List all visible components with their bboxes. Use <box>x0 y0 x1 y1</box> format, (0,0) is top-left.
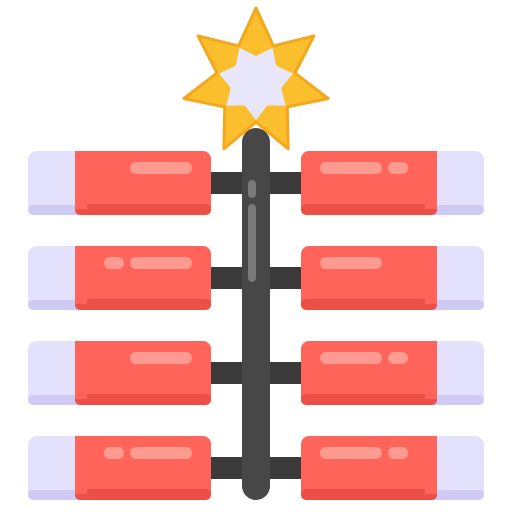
cracker-cap <box>424 246 484 310</box>
left-cracker-column <box>28 151 211 500</box>
cracker-body-shadow <box>301 394 437 405</box>
cracker-highlight <box>320 447 382 459</box>
cracker-cap <box>424 151 484 215</box>
left-cracker <box>28 341 211 405</box>
cracker-body-seam <box>75 341 87 399</box>
right-cracker <box>301 151 484 215</box>
cracker-highlight <box>130 257 192 269</box>
spark-star-icon <box>182 6 330 151</box>
cracker-highlight <box>130 162 192 174</box>
cracker-body-seam <box>425 341 437 399</box>
cracker-cap <box>28 341 88 405</box>
cracker-cap-shadow <box>28 300 88 310</box>
cracker-cap-shadow <box>424 205 484 215</box>
cracker-cap-shadow <box>424 300 484 310</box>
cracker-cap-shadow <box>28 395 88 405</box>
cracker-body-shadow <box>75 489 211 500</box>
cracker-body-seam <box>75 246 87 304</box>
cracker-cap-shadow <box>424 395 484 405</box>
cracker-highlight <box>320 162 382 174</box>
left-cracker <box>28 151 211 215</box>
right-cracker <box>301 341 484 405</box>
spark-inner <box>219 47 293 120</box>
cracker-body-seam <box>75 151 87 209</box>
cracker-highlight <box>388 162 408 174</box>
cracker-cap-shadow <box>28 205 88 215</box>
left-cracker <box>28 436 211 500</box>
left-cracker <box>28 246 211 310</box>
cracker-body-shadow <box>301 204 437 215</box>
right-cracker-column <box>301 151 484 500</box>
right-cracker <box>301 246 484 310</box>
cracker-body-shadow <box>75 394 211 405</box>
cracker-cap-shadow <box>424 490 484 500</box>
cracker-highlight <box>130 447 192 459</box>
cracker-body-seam <box>425 246 437 304</box>
central-stem <box>242 128 270 500</box>
cracker-body-shadow <box>75 299 211 310</box>
cracker-cap <box>28 246 88 310</box>
cracker-body-shadow <box>75 204 211 215</box>
cracker-cap <box>424 341 484 405</box>
cracker-highlight <box>320 352 382 364</box>
cracker-cap <box>424 436 484 500</box>
cracker-body-shadow <box>301 299 437 310</box>
cracker-highlight <box>104 447 124 459</box>
cracker-highlight <box>104 257 124 269</box>
cracker-highlight <box>388 447 408 459</box>
cracker-highlight <box>320 257 382 269</box>
cracker-cap-shadow <box>28 490 88 500</box>
right-cracker <box>301 436 484 500</box>
cracker-body-shadow <box>301 489 437 500</box>
cracker-highlight <box>388 352 408 364</box>
cracker-cap <box>28 436 88 500</box>
cracker-body-seam <box>425 436 437 494</box>
cracker-cap <box>28 151 88 215</box>
cracker-body-seam <box>75 436 87 494</box>
cracker-body-seam <box>425 151 437 209</box>
cracker-highlight <box>130 352 192 364</box>
